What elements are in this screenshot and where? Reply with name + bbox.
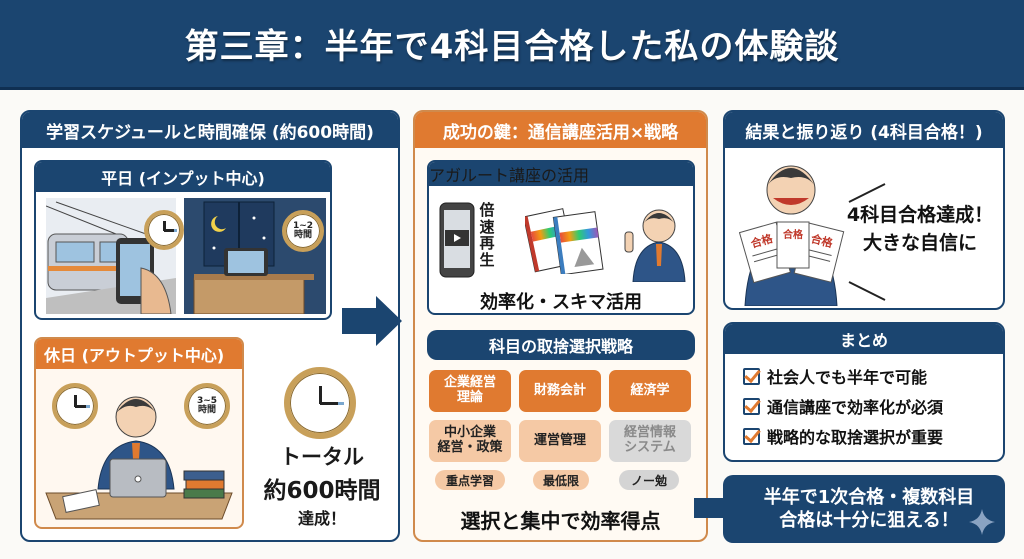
- speed-char: 倍: [479, 201, 495, 219]
- summary-item-text: 社会人でも半年で可能: [767, 368, 928, 387]
- subject-economics: 経済学: [609, 370, 691, 412]
- checkbox-checked-icon: [743, 427, 760, 445]
- holiday-title: 休日 (アウトプット中心): [36, 339, 242, 369]
- holiday-hours-unit: 時間: [197, 405, 216, 415]
- sparkle-icon: [969, 509, 995, 535]
- svg-text:合格: 合格: [749, 231, 775, 251]
- person-holding-certificates-illustration: 合格 合格 合格: [739, 165, 845, 306]
- checkbox-checked-icon: [743, 397, 760, 415]
- subject-strategy-title: 科目の取捨選択戦略: [427, 330, 695, 360]
- weekday-hours-unit: 時間: [293, 230, 312, 240]
- speed-char: 生: [479, 250, 495, 269]
- conclusion-banner: 半年で1次合格・複数科目 合格は十分に狙える！: [723, 475, 1005, 543]
- svg-text:合格: 合格: [809, 231, 835, 250]
- total-hours-callout: トータル 約600時間 達成！: [252, 441, 392, 529]
- instructor-pointing-illustration: [624, 209, 686, 282]
- checkbox-checked-icon: [743, 367, 760, 385]
- weekday-hours-value: 1~2: [292, 220, 314, 231]
- summary-item: 戦略的な取捨選択が重要: [743, 424, 1003, 448]
- weekday-card: 平日 (インプット中心): [34, 160, 332, 320]
- result-reflection-title: 結果と振り返り (4科目合格！): [725, 112, 1003, 148]
- subject-sme-policy: 中小企業経営・政策: [429, 420, 511, 462]
- total-time-clock-icon: [284, 367, 356, 439]
- tag-no-study: ノー勉: [619, 470, 679, 490]
- summary-item: 社会人でも半年で可能: [743, 364, 1003, 388]
- tag-minimum: 最低限: [533, 470, 589, 490]
- svg-text:合格: 合格: [782, 228, 804, 241]
- selection-focus-caption: 選択と集中で効率得点: [460, 509, 661, 533]
- summary-panel: まとめ 社会人でも半年で可能 通信講座で効率化が必須 戦略的な取捨選択が重要: [723, 322, 1005, 462]
- conclusion-line2: 合格は十分に狙える！: [779, 510, 959, 531]
- subject-management-theory: 企業経営理論: [429, 370, 511, 412]
- agaroot-course-title: アガルート講座の活用: [429, 162, 693, 186]
- subject-operations-management: 運営管理: [519, 420, 601, 462]
- success-key-title: 成功の鍵：通信講座活用×戦略: [415, 112, 706, 148]
- efficiency-caption: 効率化・スキマ活用: [480, 292, 642, 313]
- summary-item-text: 通信講座で効率化が必須: [767, 398, 944, 417]
- title-banner: 第三章：半年で4科目合格した私の体験談: [0, 0, 1024, 90]
- color-textbook-icon: [525, 208, 604, 274]
- summary-item-text: 戦略的な取捨選択が重要: [767, 428, 944, 447]
- total-label: トータル: [280, 445, 364, 469]
- person-studying-illustration: [45, 396, 233, 520]
- agaroot-course-card: アガルート講座の活用 倍 速 再 生: [427, 160, 695, 315]
- summary-item: 通信講座で効率化が必須: [743, 394, 1003, 418]
- clock-icon: [52, 383, 98, 429]
- conclusion-line1: 半年で1次合格・複数科目: [763, 486, 975, 508]
- subject-financial-accounting: 財務会計: [519, 370, 601, 412]
- result-message: 4科目合格達成！ 大きな自信に: [835, 202, 1003, 257]
- subject-information-systems: 経営情報システム: [609, 420, 691, 462]
- speed-char: 再: [479, 234, 495, 252]
- result-message-line2: 大きな自信に: [862, 231, 977, 254]
- summary-title: まとめ: [725, 324, 1003, 354]
- page-title: 第三章：半年で4科目合格した私の体験談: [184, 27, 840, 67]
- smartphone-video-icon: [439, 202, 475, 278]
- tag-focus-study: 重点学習: [435, 470, 505, 490]
- emphasis-lines-icon: [848, 183, 886, 301]
- total-value: 約600時間: [263, 478, 381, 504]
- holiday-hours-clock-icon: 3~5 時間: [184, 383, 230, 429]
- weekday-title: 平日 (インプット中心): [36, 162, 330, 192]
- summary-list: 社会人でも半年で可能 通信講座で効率化が必須 戦略的な取捨選択が重要: [725, 354, 1003, 448]
- clock-icon: [144, 210, 184, 250]
- weekday-hours-clock-icon: 1~2 時間: [282, 210, 324, 252]
- result-message-line1: 4科目合格達成！: [846, 204, 994, 226]
- result-reflection-panel: 結果と振り返り (4科目合格！) 合格 合格 合格 4科目合格達成！ 大きな自信…: [723, 110, 1005, 310]
- arrow-right-icon: [342, 296, 402, 346]
- total-achieved: 達成！: [297, 509, 346, 528]
- success-key-panel: 成功の鍵：通信講座活用×戦略 アガルート講座の活用 倍 速 再 生: [413, 110, 708, 542]
- study-schedule-panel: 学習スケジュールと時間確保 (約600時間) 平日 (インプット中心): [20, 110, 400, 542]
- double-speed-playback-text: 倍 速 再 生: [477, 202, 497, 268]
- study-schedule-title: 学習スケジュールと時間確保 (約600時間): [22, 112, 398, 148]
- holiday-hours-value: 3~5: [196, 395, 218, 406]
- holiday-card: 休日 (アウトプット中心) 3~5 時間: [34, 337, 244, 529]
- speed-char: 速: [479, 217, 495, 236]
